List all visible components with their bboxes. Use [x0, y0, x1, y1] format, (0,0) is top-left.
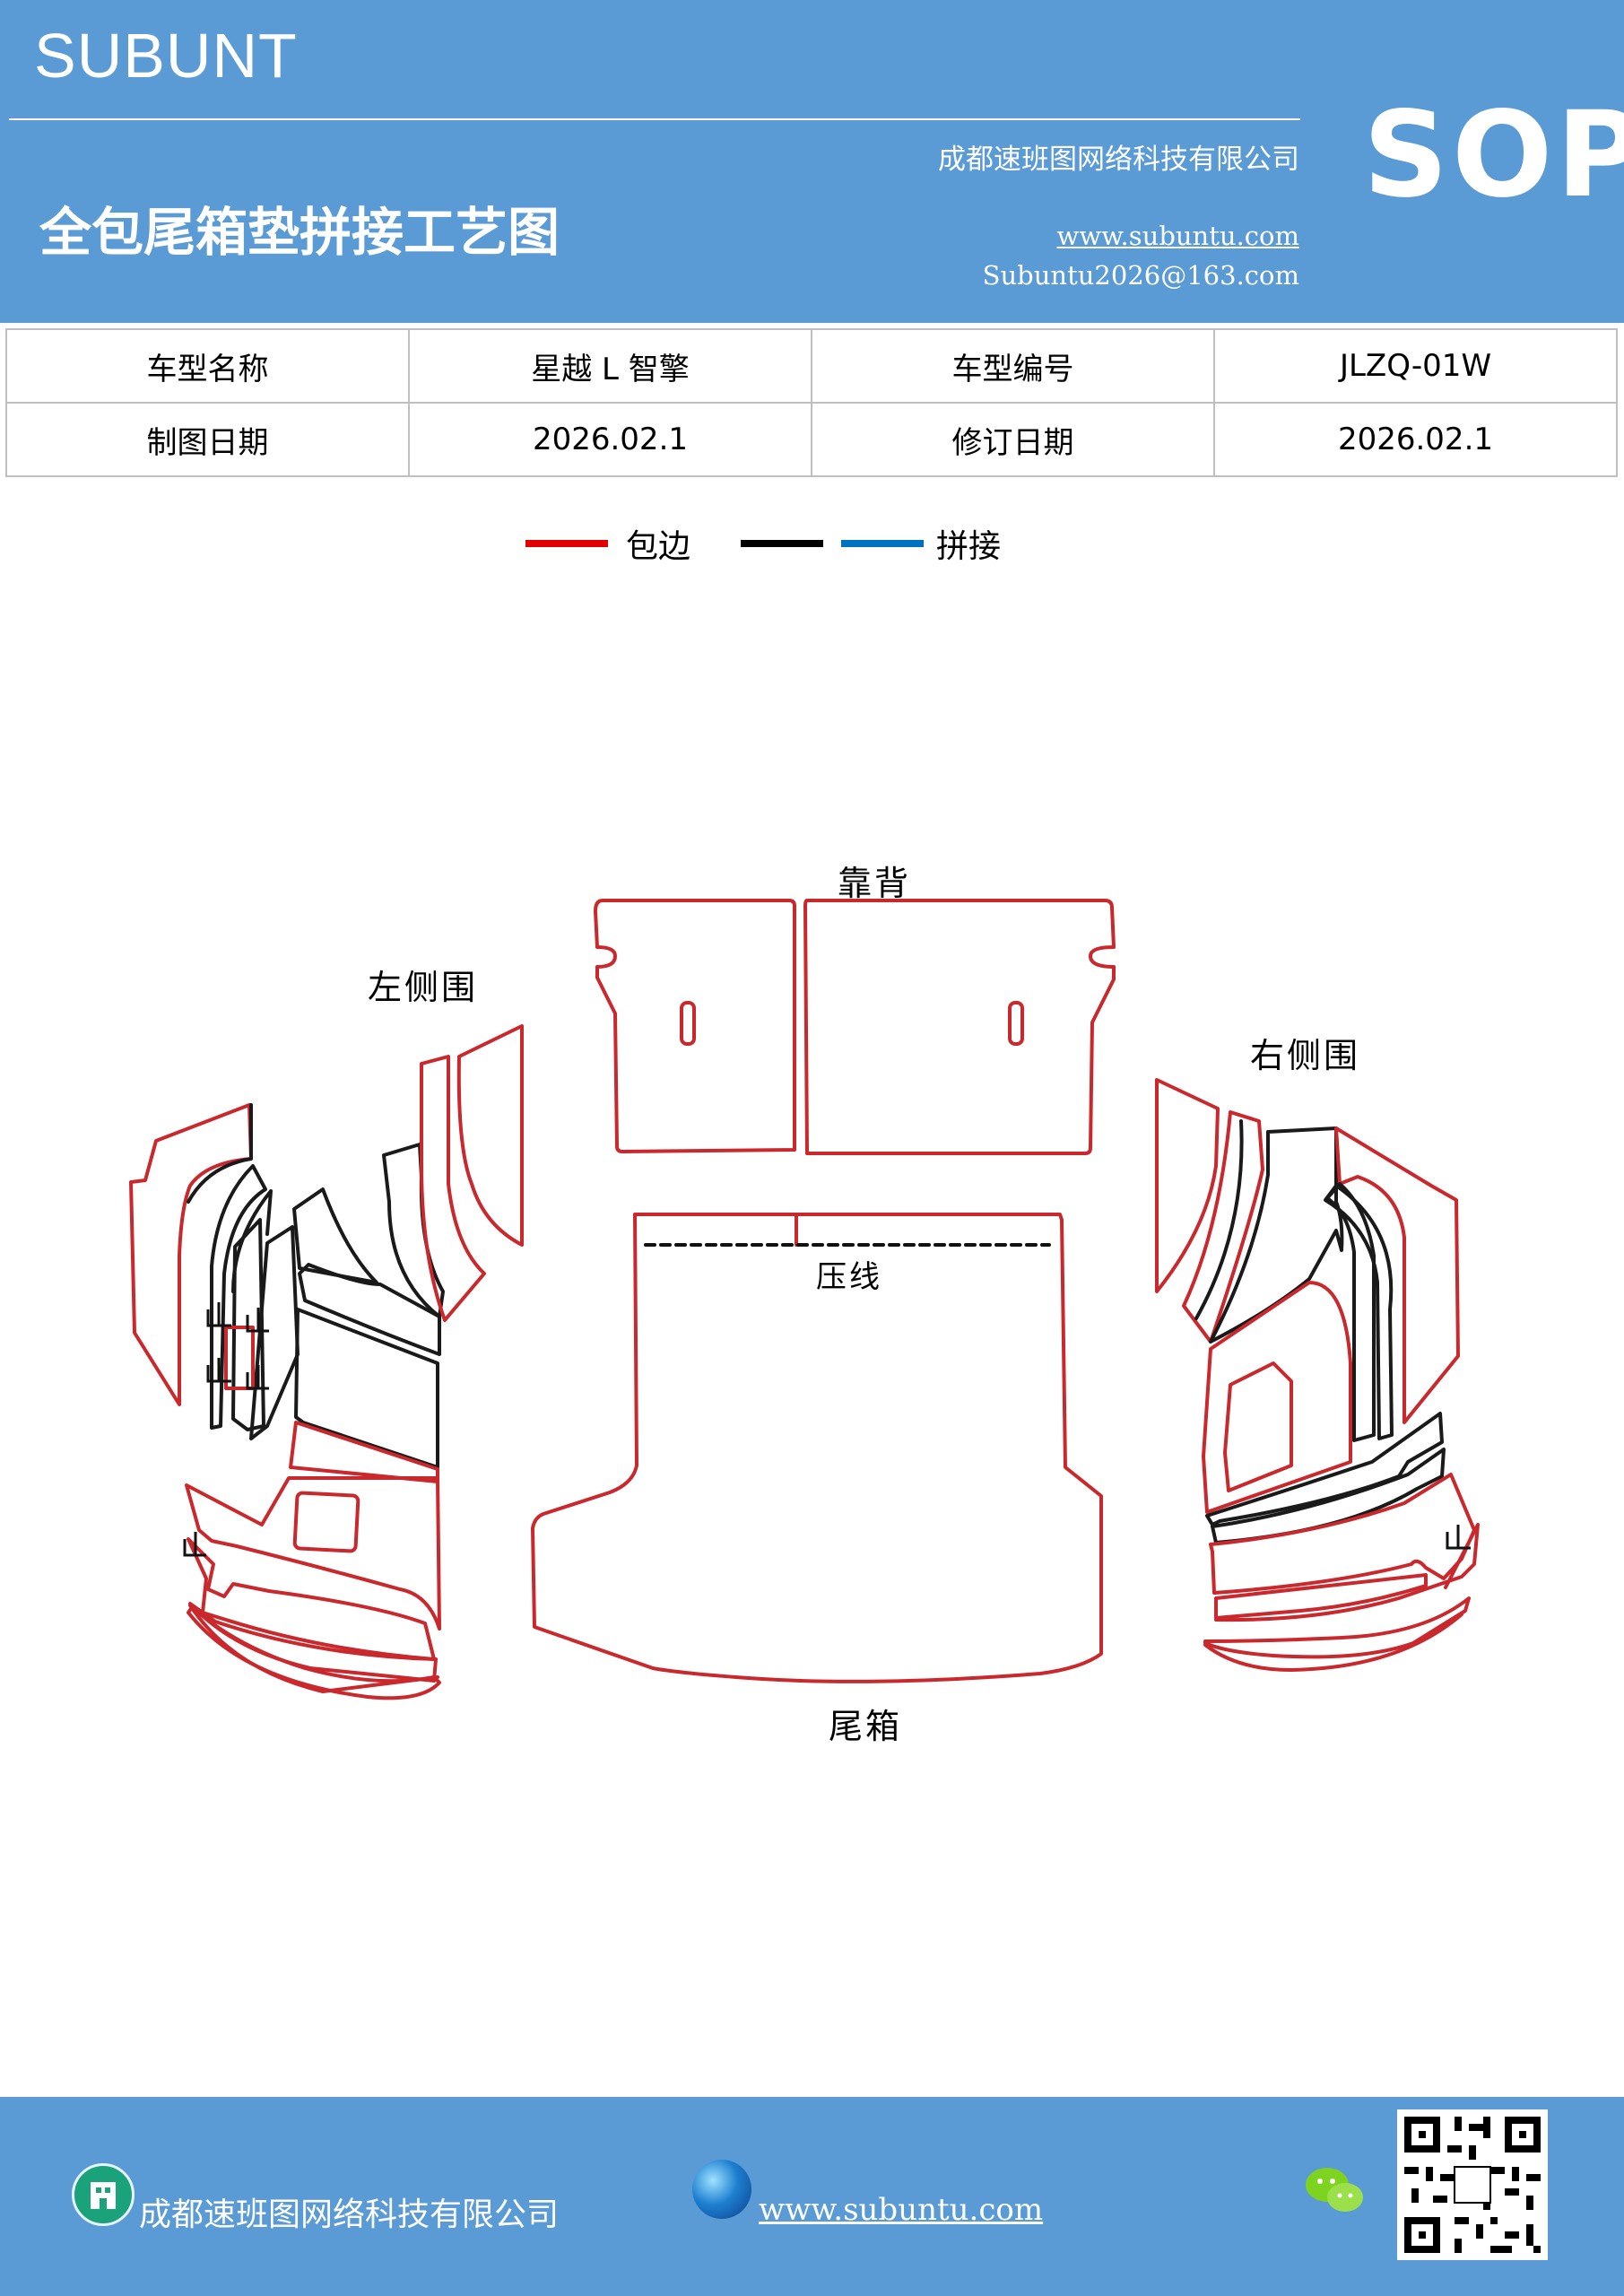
label-trunk: 尾箱 [829, 1707, 903, 1746]
legend-label: 包边 [626, 528, 691, 565]
right-side-panel-l [1214, 1573, 1428, 1620]
table-cell: 星越 L 智擎 [408, 328, 812, 404]
stop-mark [246, 1308, 269, 1333]
sop-badge: SOP [1363, 86, 1624, 224]
legend-swatch-red [525, 540, 608, 547]
table-cell: 车型名称 [5, 328, 410, 404]
left-lower-panel-a [185, 1476, 441, 1631]
email-address[interactable]: Subuntu2026@163.com [982, 260, 1299, 291]
stop-mark [246, 1365, 269, 1390]
company-name: 成都速班图网络科技有限公司 [938, 144, 1299, 176]
globe-icon [692, 2160, 751, 2219]
left-side-panel-h [294, 1308, 439, 1469]
footer-bar: 成都速班图网络科技有限公司 www.subuntu.com [0, 2097, 1624, 2296]
label-left-side: 左侧围 [368, 968, 479, 1007]
table-cell: 修订日期 [811, 402, 1215, 477]
qr-code[interactable] [1397, 2109, 1548, 2260]
header-divider [9, 118, 1300, 120]
header-banner: SUBUNT 成都速班图网络科技有限公司 全包尾箱垫拼接工艺图 www.subu… [0, 0, 1624, 323]
right-side-panel-i [1205, 1412, 1444, 1526]
left-side-panel-a-inner [187, 1103, 253, 1204]
left-side-panel-e [249, 1225, 300, 1440]
right-side-panel-n [1203, 1596, 1471, 1659]
trunk-floor-panel [531, 1213, 1103, 1683]
stop-mark [183, 1532, 206, 1557]
table-cell: 2026.02.1 [1213, 402, 1618, 477]
left-side-panel-d [231, 1189, 273, 1293]
label-backrest: 靠背 [838, 864, 912, 903]
left-side-panel-k [420, 1055, 486, 1322]
label-press-line: 压线 [816, 1259, 882, 1295]
left-lower-window [292, 1491, 360, 1553]
backrest-right-slot [1008, 1001, 1024, 1046]
table-row: 制图日期 2026.02.1 修订日期 2026.02.1 [5, 402, 1618, 477]
right-side-panel-m [1214, 1523, 1480, 1622]
right-side-panel-h [1202, 1281, 1352, 1514]
table-cell: JLZQ-01W [1213, 328, 1618, 404]
left-side-panel-b [210, 1164, 267, 1430]
backrest-left-panel [594, 899, 796, 1153]
vehicle-info-table: 车型名称 星越 L 智擎 车型编号 JLZQ-01W 制图日期 2026.02.… [5, 328, 1618, 477]
footer-website-link[interactable]: www.subuntu.com [759, 2192, 1044, 2228]
backrest-right-panel [803, 899, 1116, 1155]
legend-swatch-black [741, 540, 823, 547]
table-cell: 制图日期 [5, 402, 410, 477]
right-side-panel-b [1182, 1110, 1264, 1344]
left-lower-panel-e [187, 1605, 441, 1700]
right-side-panel-c [1194, 1119, 1244, 1320]
left-side-panel-i [289, 1421, 439, 1483]
document-title: 全包尾箱垫拼接工艺图 [39, 202, 560, 263]
stop-mark [206, 1358, 231, 1383]
right-side-panel-d [1209, 1126, 1344, 1344]
right-side-panel-e [1334, 1126, 1460, 1424]
table-row: 车型名称 星越 L 智擎 车型编号 JLZQ-01W [5, 328, 1618, 404]
legend: 包边 拼接 [0, 520, 1624, 583]
right-side-panel-k [1209, 1473, 1476, 1595]
label-right-side: 右侧围 [1250, 1036, 1361, 1075]
left-side-panel-g [298, 1263, 441, 1356]
right-side-panel-o [1203, 1613, 1463, 1672]
legend-label: 拼接 [936, 528, 1002, 565]
stop-mark [206, 1302, 231, 1327]
table-cell: 2026.02.1 [408, 402, 812, 477]
right-side-panel-a [1155, 1078, 1220, 1293]
website-link[interactable]: www.subuntu.com [1056, 221, 1299, 251]
brand-name: SUBUNT [34, 21, 298, 91]
backrest-left-slot [680, 1001, 696, 1046]
table-cell: 车型编号 [811, 328, 1215, 404]
right-side-panel-g [1324, 1184, 1394, 1440]
left-side-panel-a [129, 1103, 253, 1406]
footer-company: 成都速班图网络科技有限公司 [139, 2196, 560, 2233]
building-icon [72, 2163, 135, 2226]
left-lower-panel-b [187, 1537, 436, 1661]
legend-swatch-blue [841, 540, 924, 547]
wechat-icon[interactable] [1302, 2163, 1367, 2217]
left-side-panel-l [456, 1024, 524, 1247]
right-side-window [1223, 1361, 1293, 1492]
stop-mark [1446, 1525, 1471, 1550]
